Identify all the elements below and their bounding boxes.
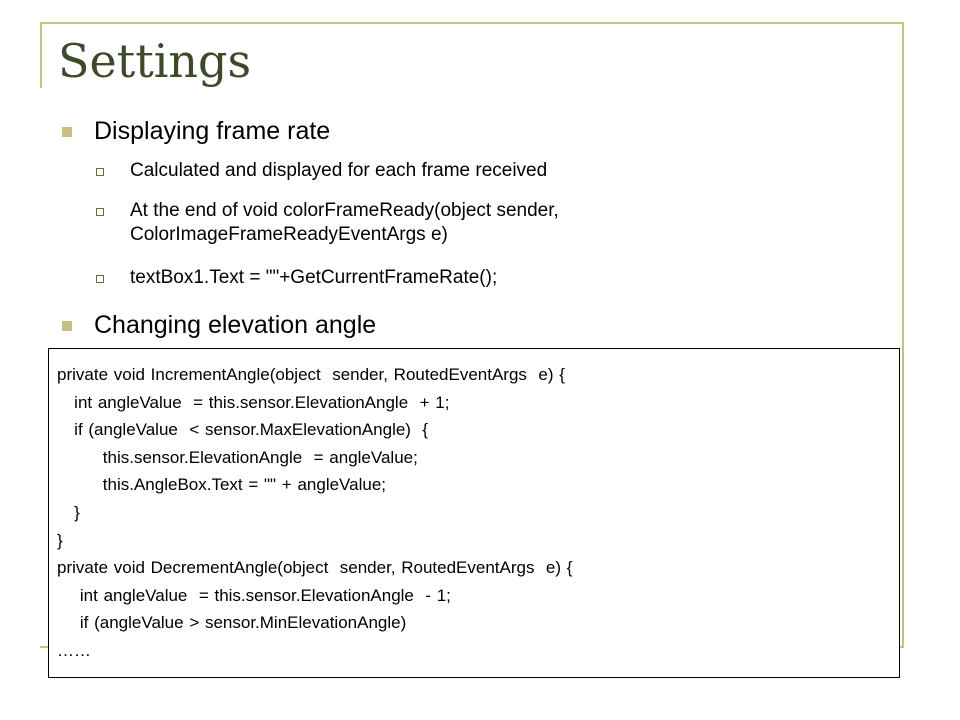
subbullet-text: textBox1.Text = ""+GetCurrentFrameRate()… [130,267,498,288]
subbullet-end-of-colorframeready: At the end of void colorFrameReady(objec… [96,199,559,247]
code-block: private void IncrementAngle(object sende… [48,348,900,678]
hollow-square-bullet-icon [96,168,104,176]
subbullet-text: Calculated and displayed for each frame … [130,160,548,181]
bullet-text: Displaying frame rate [94,117,331,145]
hollow-square-bullet-icon [96,275,104,283]
bullet-changing-elevation-angle: Changing elevation angle [62,310,376,340]
frame-line-top [40,22,904,24]
code-line: int angleValue = this.sensor.ElevationAn… [57,392,450,412]
code-line: } [57,530,63,550]
square-bullet-icon [62,321,72,331]
code-line: } [57,502,80,522]
bullet-text: Changing elevation angle [94,311,377,339]
subbullet-calculated: Calculated and displayed for each frame … [96,159,547,183]
frame-line-left [40,22,42,88]
hollow-square-bullet-icon [96,208,104,216]
slide-title: Settings [58,34,252,88]
subbullet-text-line-2: ColorImageFrameReadyEventArgs e) [130,224,448,245]
code-line: if (angleValue < sensor.MaxElevationAngl… [57,420,429,440]
code-line: int angleValue = this.sensor.ElevationAn… [57,585,451,605]
code-line: private void IncrementAngle(object sende… [57,365,565,384]
subbullet-text-line-1: At the end of void colorFrameReady(objec… [130,200,559,221]
subbullet-textbox1: textBox1.Text = ""+GetCurrentFrameRate()… [96,266,497,290]
code-line: this.sensor.ElevationAngle = angleValue; [57,447,418,467]
code-line: this.AngleBox.Text = "" + angleValue; [57,475,386,495]
frame-line-right [902,22,904,648]
code-line: private void DecrementAngle(object sende… [57,558,573,578]
code-line: if (angleValue > sensor.MinElevationAngl… [57,613,407,633]
code-line-ellipsis: …… [57,640,91,660]
square-bullet-icon [62,127,72,137]
bullet-displaying-frame-rate: Displaying frame rate [62,116,330,146]
